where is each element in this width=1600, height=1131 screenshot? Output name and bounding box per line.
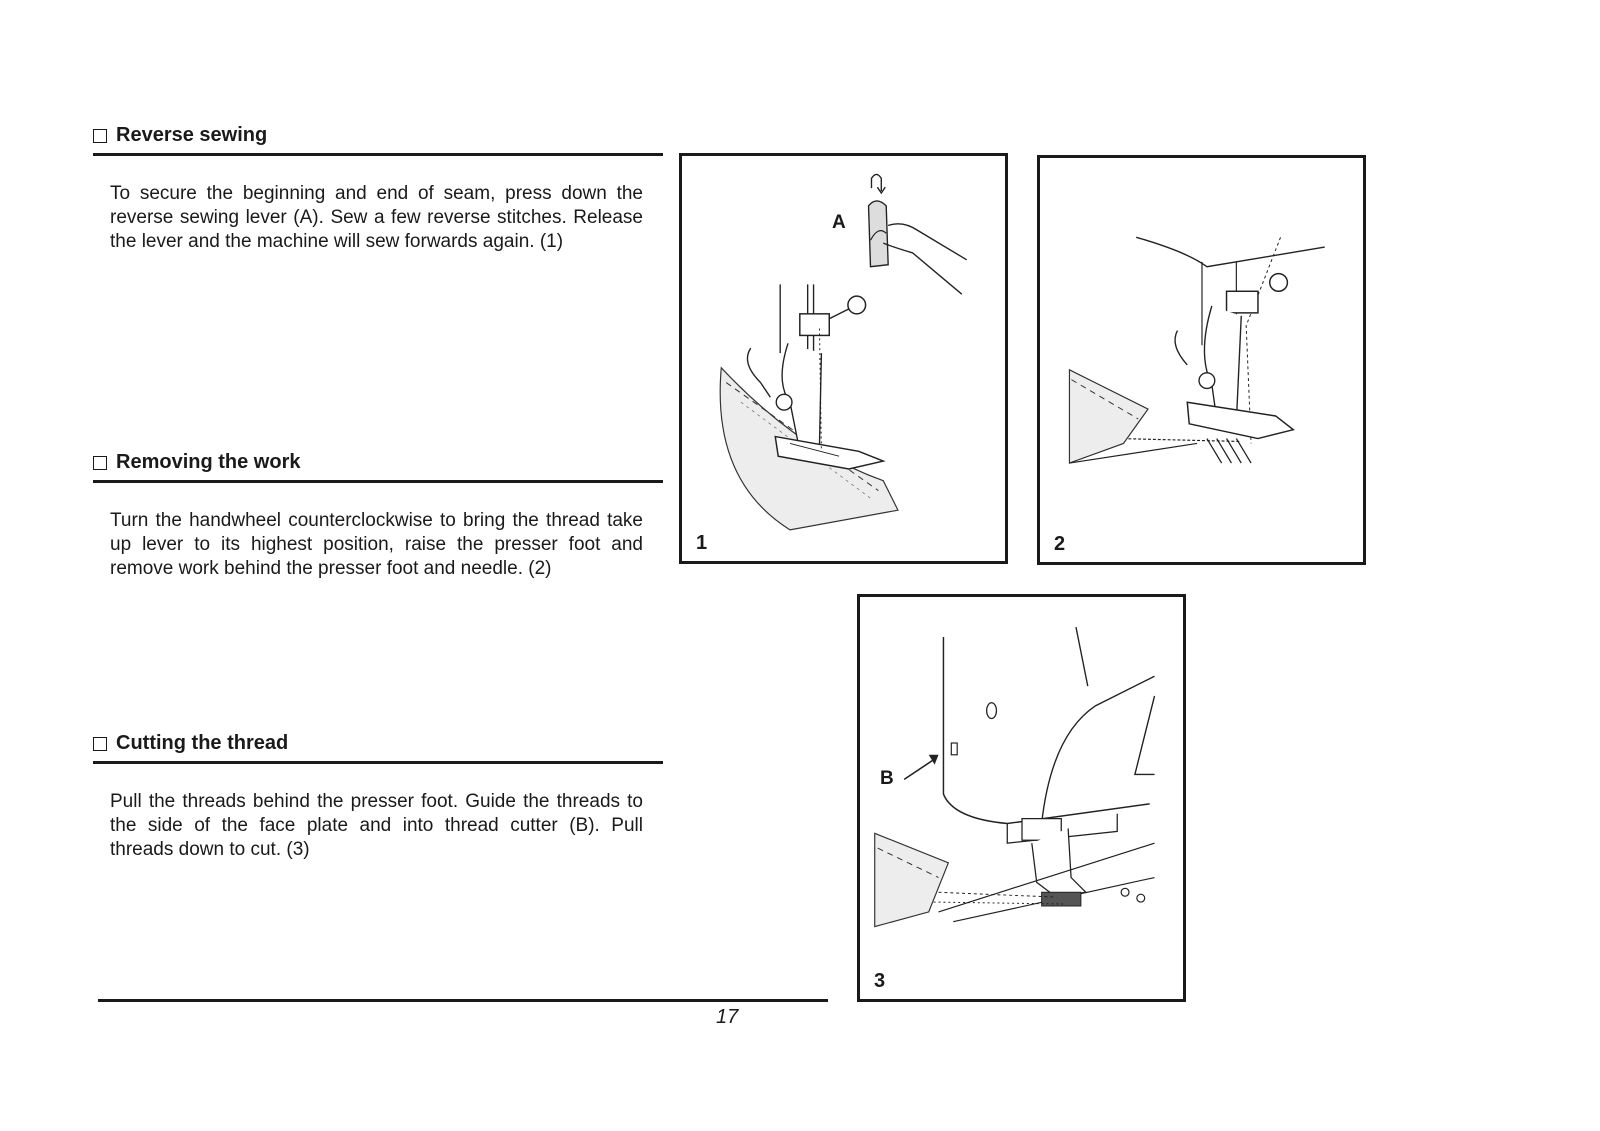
sewing-machine-reverse-illustration	[719, 173, 968, 531]
checkbox-icon	[93, 128, 107, 143]
figure-1-reverse-lever: A 1	[679, 153, 1008, 564]
section-reverse-sewing: Reverse sewing To secure the beginning a…	[93, 124, 663, 254]
callout-label-b: B	[880, 768, 894, 789]
section-body: To secure the beginning and end of seam,…	[110, 183, 643, 252]
section-title: Removing the work	[116, 451, 301, 473]
figure-number: 1	[696, 532, 708, 554]
page-number: 17	[716, 1006, 739, 1028]
checkbox-icon	[93, 736, 107, 751]
callout-label-a: A	[832, 212, 846, 233]
sewing-machine-remove-work-illustration	[1068, 236, 1325, 464]
figure-3-thread-cutter: B 3	[857, 594, 1186, 1002]
section-header: Cutting the thread	[93, 732, 663, 764]
section-header: Reverse sewing	[93, 124, 663, 156]
section-title: Reverse sewing	[116, 124, 268, 146]
section-body: Turn the handwheel counterclockwise to b…	[110, 510, 643, 579]
footer-divider	[98, 999, 828, 1002]
checkbox-icon	[93, 455, 107, 470]
section-body: Pull the threads behind the presser foot…	[110, 791, 643, 860]
figure-number: 3	[874, 970, 886, 992]
sewing-machine-thread-cutter-illustration	[874, 627, 1156, 928]
section-removing-work: Removing the work Turn the handwheel cou…	[93, 451, 663, 581]
section-header: Removing the work	[93, 451, 663, 483]
figure-number: 2	[1054, 533, 1066, 555]
figure-2-removing-work: 2	[1037, 155, 1366, 565]
section-cutting-thread: Cutting the thread Pull the threads behi…	[93, 732, 663, 862]
section-title: Cutting the thread	[116, 732, 289, 754]
